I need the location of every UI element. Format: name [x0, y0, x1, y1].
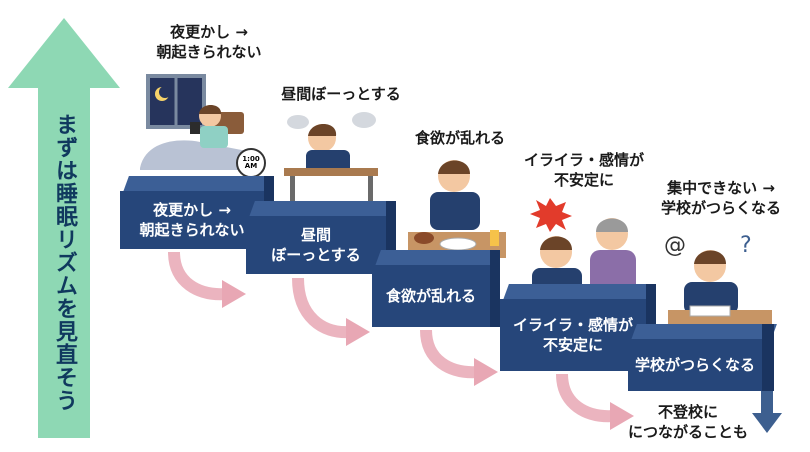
step4-block-top: [503, 284, 655, 300]
upward-arrow: まずは睡眠リズムを見直そう: [8, 18, 120, 438]
down-arrow-icon: [752, 391, 782, 433]
step5-block-label: 学校がつらくなる: [628, 339, 762, 391]
step1-block-label: 夜更かし → 朝起きられない: [120, 191, 264, 249]
final-note: 不登校に につながることも: [628, 403, 749, 442]
step3-block-side: [490, 250, 500, 327]
step5-block-side: [762, 324, 774, 391]
step4-block-label: イライラ・感情が 不安定に: [500, 299, 646, 371]
step1-caption: 夜更かし → 朝起きられない: [156, 23, 262, 62]
curve-arrow-1: [168, 252, 248, 312]
studying-student-illustration: @ ?: [660, 228, 780, 328]
eating-student-illustration: [408, 152, 508, 260]
night-bedroom-illustration: [140, 70, 270, 180]
sleepy-student-illustration: [276, 108, 386, 206]
step2-block-side: [386, 201, 396, 274]
step2-block-label: 昼間 ぼーっとする: [246, 216, 386, 274]
step5-caption: 集中できない → 学校がつらくなる: [660, 179, 781, 218]
step3-block-label: 食欲が乱れる: [372, 265, 490, 327]
alarm-clock-icon: 1:00 AM: [236, 148, 266, 178]
curve-arrow-2: [292, 278, 372, 350]
step3-caption: 食欲が乱れる: [414, 129, 505, 147]
step2-caption: 昼間ぼーっとする: [281, 85, 401, 103]
svg-text:?: ?: [740, 233, 752, 258]
curve-arrow-4: [556, 374, 636, 434]
side-banner-text: まずは睡眠リズムを見直そう: [52, 113, 77, 412]
step5-block-top: [631, 324, 777, 340]
step3-block-top: [375, 250, 499, 266]
svg-text:@: @: [664, 233, 686, 258]
step2-block-top: [249, 201, 395, 217]
curve-arrow-3: [420, 330, 500, 390]
step4-caption: イライラ・感情が 不安定に: [523, 151, 644, 190]
step1-block-top: [123, 176, 273, 192]
